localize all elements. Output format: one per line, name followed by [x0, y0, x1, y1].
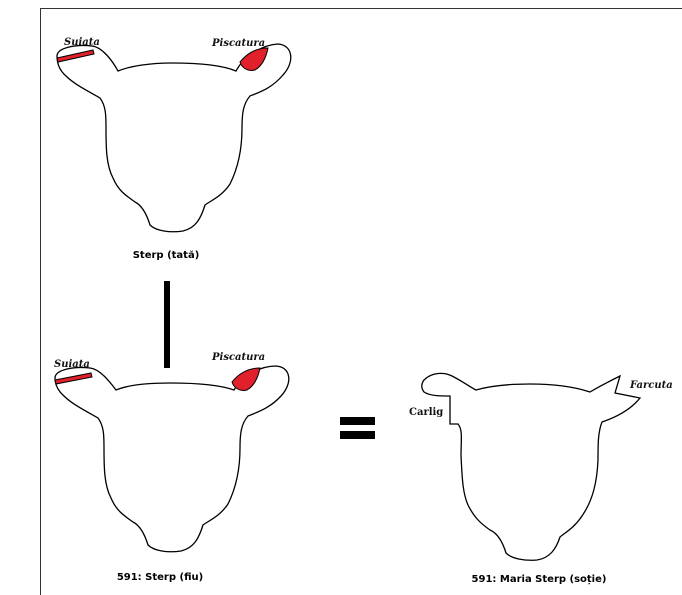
lineage-connector	[164, 281, 170, 368]
son-caption: 591: Sterp (fiu)	[117, 572, 203, 583]
father-suiata-mark	[57, 50, 94, 62]
son-suiata-label: Suiata	[54, 359, 90, 370]
father-head	[57, 44, 291, 232]
wife-farcuta-label: Farcuta	[630, 380, 673, 391]
father-piscatura-label: Piscatura	[212, 38, 265, 49]
father-suiata-label: Suiata	[64, 37, 100, 48]
wife-head-outline	[422, 373, 640, 560]
wife-head	[422, 373, 640, 560]
equals-bar-bottom	[340, 431, 375, 439]
father-caption: Sterp (tată)	[133, 250, 200, 261]
equals-bar-top	[340, 417, 375, 425]
father-piscatura-mark	[240, 48, 268, 71]
father-head-outline	[57, 44, 291, 232]
son-head	[55, 366, 289, 552]
son-piscatura-mark	[232, 368, 260, 391]
son-head-outline	[55, 366, 289, 552]
son-piscatura-label: Piscatura	[212, 352, 265, 363]
son-suiata-mark	[55, 373, 92, 384]
wife-caption: 591: Maria Sterp (soție)	[472, 574, 607, 585]
wife-carlig-label: Carlig	[409, 407, 443, 418]
